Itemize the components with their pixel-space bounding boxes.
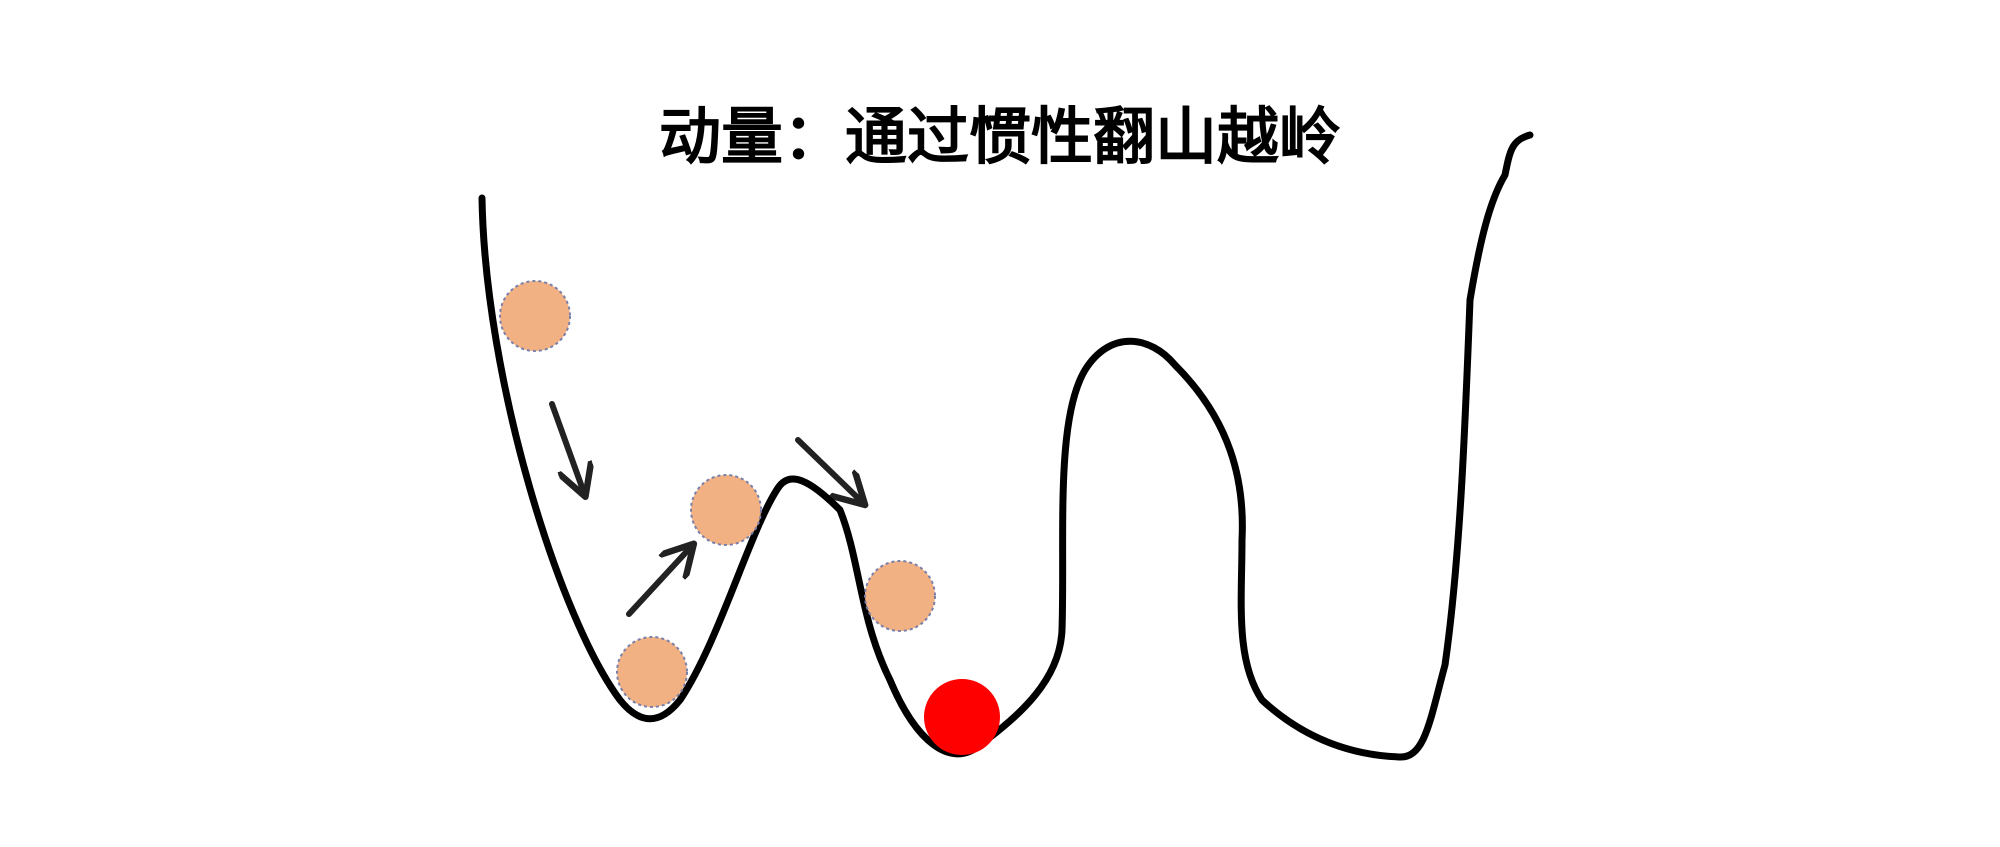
diagram-title: 动量：通过惯性翻山越岭 xyxy=(659,100,1341,173)
arrow-down-left-slope xyxy=(549,401,583,490)
ball-position-2 xyxy=(616,636,688,708)
ball-position-1 xyxy=(499,280,571,352)
ball-position-3 xyxy=(690,474,762,546)
ball-current-position xyxy=(924,679,1000,755)
landscape-curve xyxy=(478,131,1534,761)
ball-position-4 xyxy=(864,560,936,632)
arrow-down-right-slope xyxy=(795,437,860,500)
arrow-up-slope xyxy=(626,549,689,617)
